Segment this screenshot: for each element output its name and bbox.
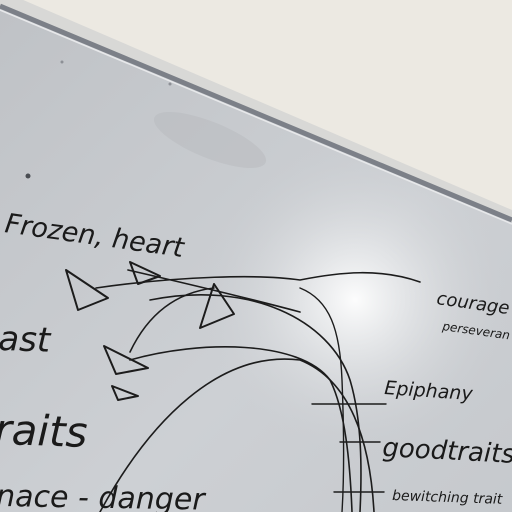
triangle-lower bbox=[103, 345, 149, 375]
text-menace-danger: nace - danger bbox=[0, 479, 207, 512]
ink-drawings bbox=[65, 261, 421, 512]
triangle-small-top bbox=[129, 261, 161, 285]
text-past: ast bbox=[0, 319, 53, 361]
triangle-mid bbox=[199, 283, 235, 329]
text-traits: raits bbox=[0, 405, 88, 457]
triangle-left bbox=[65, 269, 109, 311]
text-bewitching-traits: bewitching trait bbox=[392, 488, 503, 508]
arc-to-mid bbox=[127, 269, 301, 313]
wall bbox=[0, 0, 512, 210]
arc-big-2 bbox=[99, 358, 375, 512]
triangle-bottom bbox=[111, 385, 139, 401]
arc-big-3 bbox=[149, 294, 362, 512]
board-smear bbox=[153, 112, 267, 168]
board-glare bbox=[0, 8, 512, 512]
board-smudge bbox=[25, 173, 31, 179]
arc-curve-left bbox=[129, 287, 215, 353]
board-frame-edge bbox=[0, 3, 512, 223]
arc-big-4 bbox=[299, 287, 345, 512]
board-frame-highlight bbox=[0, 9, 512, 225]
board-smudge bbox=[60, 60, 64, 64]
board-smudge bbox=[168, 82, 172, 86]
arc-top bbox=[95, 271, 421, 289]
text-good-traits: goodtraits bbox=[382, 433, 512, 470]
